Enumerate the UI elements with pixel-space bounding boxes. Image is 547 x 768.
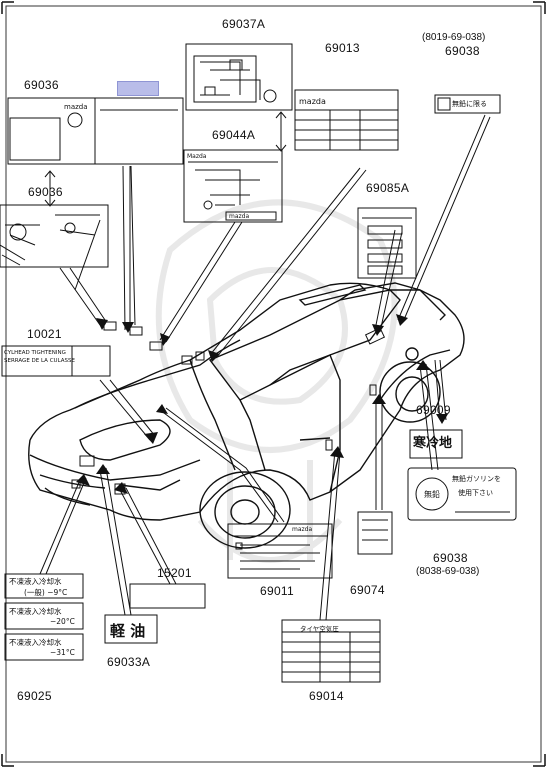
leader-lines [39,114,491,621]
unleaded-stamp-text: 無鉛 [424,490,440,499]
label-69074-ac [357,511,393,555]
part-number-69038-top-alt: (8019-69-038) [422,32,486,43]
label-69025-c [4,633,84,661]
part-number-69013[interactable]: 69013 [325,41,360,55]
brand-69044: Mazda [187,153,207,160]
label-69037A-diagram [185,43,293,111]
car-body-outline [28,282,465,549]
unleaded-line2: 使用下さい [458,489,493,497]
brand-69011: mazda [292,526,313,533]
part-number-69037A[interactable]: 69037A [222,17,266,31]
part-number-15201[interactable]: 15201 [157,566,192,580]
part-number-69009[interactable]: 69009 [416,403,451,417]
part-number-10021[interactable]: 10021 [27,327,62,341]
label-69013-table [294,89,399,151]
part-number-69038-top[interactable]: 69038 [445,44,480,58]
label-69025-a [4,573,84,599]
label-69036-top [7,97,184,165]
coolant-1-line1: 不凍液入冷却水 [9,577,62,586]
part-number-69074[interactable]: 69074 [350,583,385,597]
label-69011-plate [227,523,333,579]
tire-title: タイヤ空気圧 [300,625,339,633]
label-69036-bottom [0,204,109,268]
label-69038-unleaded-tag [434,94,501,114]
part-number-69085A[interactable]: 69085A [366,181,410,195]
part-number-69044A[interactable]: 69044A [212,128,256,142]
coolant-2-line1: 不凍液入冷却水 [9,607,62,616]
brand-69013: mazda [299,97,326,106]
label-69014-tire [281,619,381,683]
unleaded-line1: 無鉛ガソリンを [452,475,501,483]
part-number-69036-a[interactable]: 69036 [24,78,59,92]
part-number-69038-bottom[interactable]: 69038 [433,551,468,565]
arrow-heads [76,314,448,494]
coolant-3-line1: 不凍液入冷却水 [9,638,62,647]
part-number-69036-b[interactable]: 69036 [28,185,63,199]
part-number-69038-bottom-alt: (8038-69-038) [416,566,480,577]
label-69025-b [4,602,84,630]
label-69085A-bulbs [357,207,417,279]
brand-69044-tag: mazda [229,213,250,220]
brand-69036: mazda [64,103,88,111]
cold-region-text: 寒冷地 [413,436,453,451]
part-number-69014[interactable]: 69014 [309,689,344,703]
part-number-69025[interactable]: 69025 [17,689,52,703]
part-number-69033A[interactable]: 69033A [107,655,151,669]
coolant-3-line2: −31°C [50,648,75,657]
cylhead-line1: CYLHEAD TIGHTENING [4,350,66,356]
label-69038-unleaded-plate [407,467,517,521]
part-number-69011[interactable]: 69011 [260,584,294,598]
label-10021-cylhead [1,345,111,377]
label-69009-cold [409,429,463,459]
coolant-2-line2: −20°C [50,617,75,626]
coolant-1-line2: (一般) −9°C [24,588,68,597]
watermark-emblem [155,199,398,563]
kei-yu-text: 軽 油 [110,622,146,640]
label-69044A-diagram [183,149,283,223]
unleaded-tag-text: 無鉛に限る [452,100,487,108]
label-15201 [129,583,206,609]
highlight-selection [117,81,159,96]
cylhead-line2: SERRAGE DE LA CULASSE [4,358,75,364]
